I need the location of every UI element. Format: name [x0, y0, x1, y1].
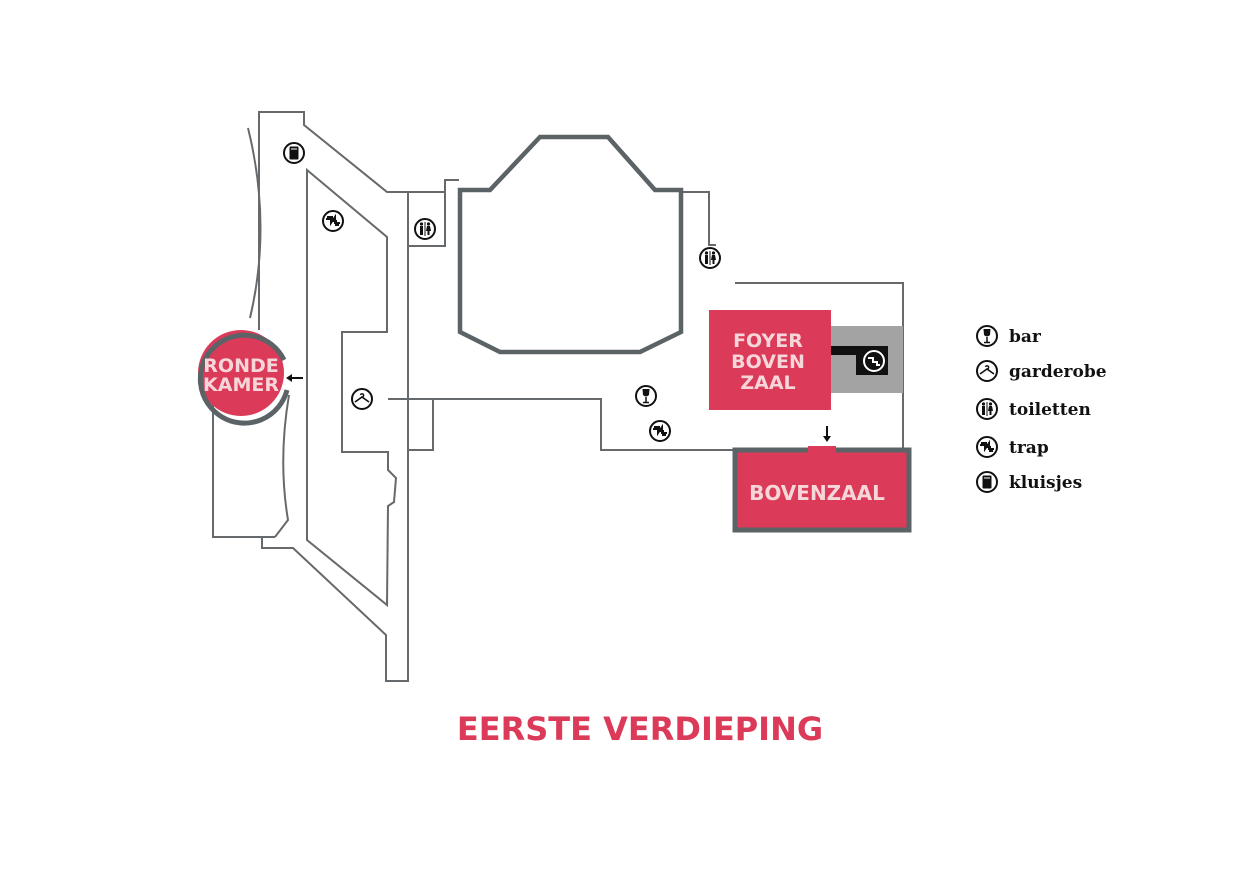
room-ronde-kamer[interactable]: RONDE KAMER	[197, 330, 290, 426]
stairs-icon	[976, 436, 998, 458]
arrow-down-icon	[823, 426, 831, 442]
bovenzaal-label: BOVENZAAL	[749, 481, 885, 505]
garderobe-icon	[351, 388, 373, 410]
foyer-label-2: BOVEN	[731, 351, 805, 373]
foyer-label-1: FOYER	[733, 330, 803, 352]
stairwell	[831, 326, 903, 393]
garderobe-icon	[976, 360, 998, 382]
arrow-left-icon	[286, 374, 303, 382]
toilet-icon	[414, 218, 436, 240]
room-foyer-bovenzaal[interactable]: FOYER BOVEN ZAAL	[709, 310, 831, 410]
legend-label-garderobe: garderobe	[1009, 362, 1107, 382]
legend: bar garderobe toiletten trap kluisjes	[976, 325, 1107, 493]
ronde-kamer-label-1: RONDE	[203, 355, 278, 377]
stairs-icon	[322, 210, 344, 232]
legend-label-toiletten: toiletten	[1009, 400, 1091, 420]
toilet-icon	[976, 398, 998, 420]
room-bovenzaal[interactable]: BOVENZAAL	[732, 446, 912, 533]
floor-title: EERSTE VERDIEPING	[457, 710, 823, 748]
stairs-icon	[863, 350, 885, 372]
legend-label-kluisjes: kluisjes	[1009, 473, 1082, 493]
main-hall	[457, 134, 684, 355]
foyer-label-3: ZAAL	[740, 372, 795, 394]
stairs-icon	[649, 420, 671, 442]
bar-icon	[976, 325, 998, 347]
locker-icon	[283, 142, 305, 164]
legend-label-trap: trap	[1009, 438, 1049, 458]
toilet-icon	[699, 247, 721, 269]
bar-icon	[635, 385, 657, 407]
ronde-kamer-label-2: KAMER	[203, 374, 279, 396]
legend-label-bar: bar	[1009, 327, 1042, 347]
locker-icon	[976, 471, 998, 493]
